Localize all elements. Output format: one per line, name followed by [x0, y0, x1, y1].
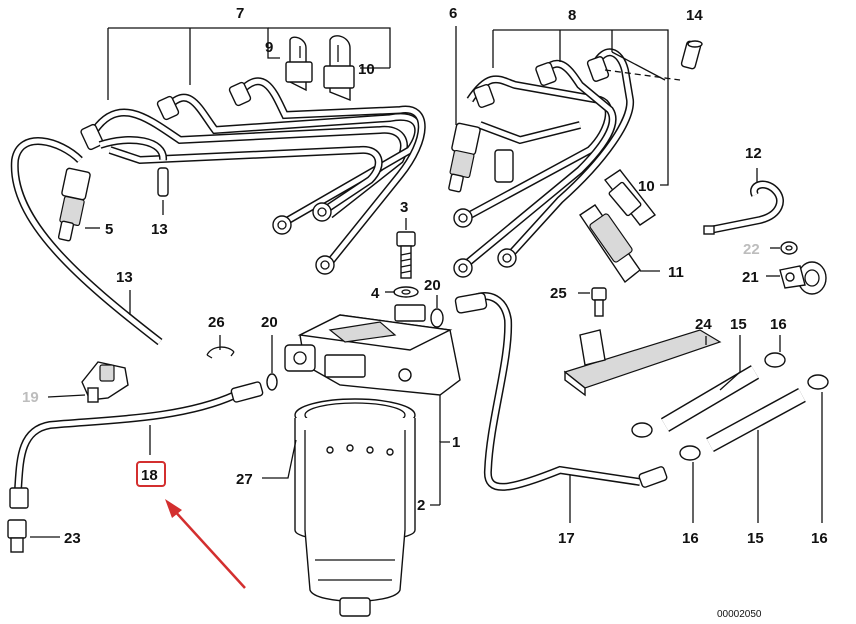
o-ring-20-left: [266, 373, 278, 391]
highlight-box: [136, 461, 166, 487]
washer-4: [393, 286, 419, 298]
clip-10-lower: [603, 169, 657, 226]
label-3: 3: [400, 199, 408, 216]
right-injector-nozzle: [448, 122, 514, 193]
label-26: 26: [208, 314, 225, 331]
label-16-b: 16: [811, 530, 828, 547]
label-27: 27: [236, 471, 253, 488]
label-16-c: 16: [770, 316, 787, 333]
label-19: 19: [22, 389, 39, 406]
label-2: 2: [417, 497, 425, 514]
label-4: 4: [371, 285, 380, 302]
bracket-24: [563, 329, 722, 397]
fuel-line-18: [9, 381, 264, 509]
fuel-line-17: [454, 292, 668, 491]
label-24: 24: [695, 316, 712, 333]
label-15-upper: 15: [730, 316, 747, 333]
highlight-arrow: [165, 499, 246, 589]
left-injector-nozzle: [57, 167, 91, 242]
label-6: 6: [449, 5, 457, 22]
label-10-top: 10: [358, 61, 375, 78]
label-8: 8: [568, 7, 576, 24]
right-injection-lines: [453, 48, 635, 278]
connector-23: [7, 519, 27, 553]
label-12: 12: [745, 145, 762, 162]
bolt-3: [396, 231, 416, 279]
left-leak-hose: [10, 136, 169, 346]
bracket-11: [579, 204, 641, 284]
label-9: 9: [265, 39, 273, 56]
clip-9: [285, 36, 313, 92]
o-ring-20-right: [430, 308, 444, 328]
label-22: 22: [743, 241, 760, 258]
hose-15-upper: [660, 365, 760, 432]
clamp-21: [779, 261, 827, 295]
cap-14: [680, 40, 703, 70]
label-5: 5: [105, 221, 113, 238]
sensor-19: [81, 361, 129, 403]
nut-22: [780, 241, 798, 255]
clip-10-upper: [323, 35, 355, 102]
label-10-right: 10: [638, 178, 655, 195]
label-13-upper: 13: [151, 221, 168, 238]
callout-labels: 7 9 10 6 8 14 5 13 13 3 4 20 20 26 19 18…: [22, 5, 828, 620]
hose-15-lower: [706, 387, 806, 453]
filter-head: [284, 304, 461, 396]
bolt-25: [591, 287, 607, 317]
label-11: 11: [668, 264, 684, 281]
label-17: 17: [558, 530, 575, 547]
label-25: 25: [550, 285, 567, 302]
label-13-lower: 13: [116, 269, 133, 286]
label-15-lower: 15: [747, 530, 764, 547]
label-20-right: 20: [424, 277, 441, 294]
label-7: 7: [236, 5, 244, 22]
drawing-number: 00002050: [717, 609, 762, 620]
left-injection-lines: [80, 77, 426, 275]
filter-cartridge: [294, 398, 416, 617]
label-23: 23: [64, 530, 81, 547]
leader-lines: [30, 26, 823, 538]
label-18: 18: [141, 467, 158, 484]
label-14: 14: [686, 7, 703, 24]
label-1: 1: [452, 434, 460, 451]
hose-clip-12: [703, 180, 784, 235]
label-16-a: 16: [682, 530, 699, 547]
label-20-left: 20: [261, 314, 278, 331]
label-21: 21: [742, 269, 759, 286]
hose-clamps-16: [631, 352, 829, 461]
